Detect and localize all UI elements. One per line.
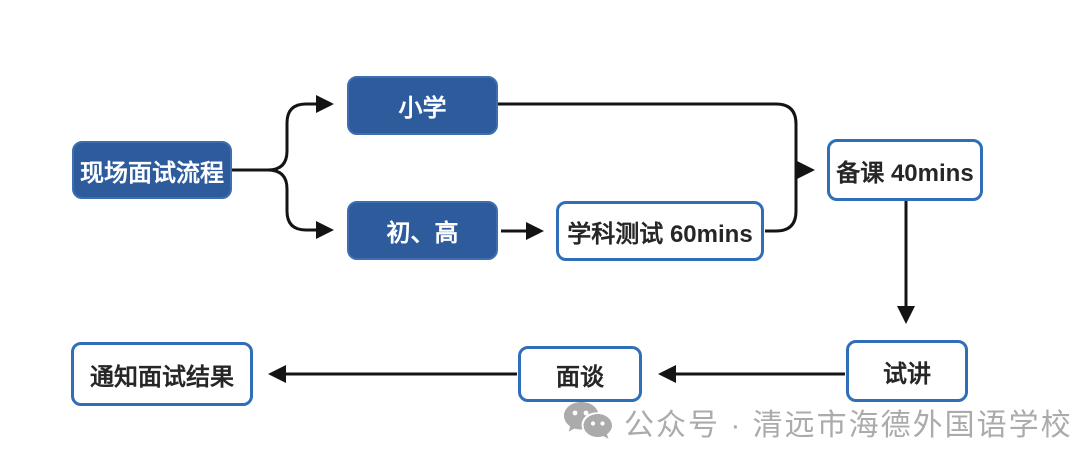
connector-start-to-primary (267, 95, 334, 172)
wechat-icon (564, 402, 612, 439)
watermark-text: 公众号 · 清远市海德外国语学校 (624, 409, 1073, 442)
connector-subject-test-to-merge (765, 170, 798, 233)
node-notify-result[interactable]: 通知面试结果 (71, 342, 253, 406)
node-junior-senior-high[interactable]: 初、高 (347, 201, 498, 260)
watermark: 公众号 · 清远市海德外国语学校 (560, 398, 1073, 446)
connector-primary-to-merge (498, 102, 798, 170)
node-interview-talk[interactable]: 面谈 (518, 346, 642, 402)
node-start[interactable]: 现场面试流程 (72, 141, 232, 199)
node-primary-school[interactable]: 小学 (347, 76, 498, 135)
node-trial-lecture[interactable]: 试讲 (846, 340, 968, 402)
node-subject-test[interactable]: 学科测试 60mins (556, 201, 764, 261)
connector-start-to-secondary (267, 168, 334, 239)
node-lesson-prep[interactable]: 备课 40mins (827, 139, 983, 201)
